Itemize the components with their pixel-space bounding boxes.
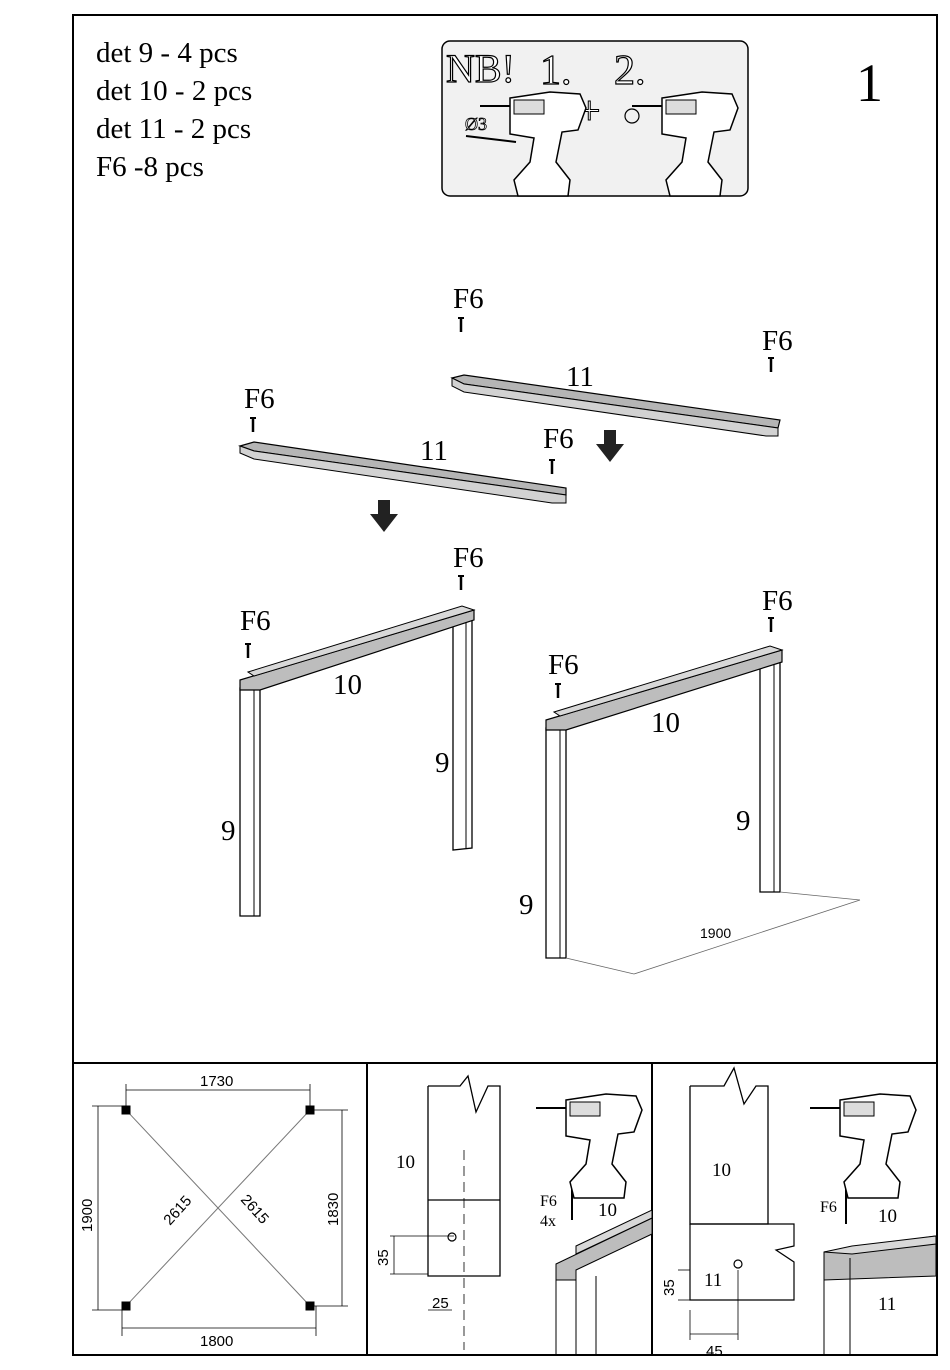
detail-a-beam-label: 10 — [598, 1200, 617, 1221]
part-label-10: 10 — [651, 707, 680, 739]
detail-b-beam-label-11: 11 — [878, 1294, 896, 1315]
f6-label: F6 — [548, 649, 579, 681]
detail-a-part-label: 10 — [396, 1152, 415, 1173]
nb-instruction-box: NB! 1. 2. + Ø3 — [442, 41, 748, 196]
f6-label: F6 — [453, 283, 484, 315]
detail-a-qty-label: 4x — [540, 1213, 556, 1230]
down-arrow-icon — [596, 430, 624, 462]
beam-11-front — [240, 442, 566, 503]
f6-label: F6 — [244, 383, 275, 415]
plan-diag2-dim: 2615 — [237, 1191, 272, 1227]
nb-label: NB! — [446, 46, 515, 91]
screw-icon — [549, 460, 555, 474]
screw-icon — [768, 358, 774, 372]
plan-right-dim: 1830 — [325, 1193, 342, 1226]
part-label-11: 11 — [420, 435, 448, 467]
screw-icon — [768, 618, 774, 632]
part-label-9: 9 — [519, 889, 534, 921]
width-dimension: 1900 — [700, 925, 731, 941]
nb-step1: 1. — [540, 48, 572, 94]
drill-icon — [536, 1094, 642, 1198]
detail-b-dim-h: 45 — [706, 1343, 723, 1360]
detail-a-dim-v: 35 — [375, 1249, 392, 1266]
screw-icon — [458, 576, 464, 590]
drill-icon — [810, 1094, 916, 1198]
drill-size-label: Ø3 — [465, 114, 487, 134]
screw-icon — [555, 684, 561, 698]
plan-top-dim: 1730 — [200, 1073, 233, 1090]
part-label-9: 9 — [221, 815, 236, 847]
f6-label: F6 — [762, 585, 793, 617]
plan-diag1-dim: 2615 — [160, 1192, 195, 1228]
screw-icon — [458, 318, 464, 332]
nb-step2: 2. — [614, 48, 646, 94]
detail-b-dim-v: 35 — [661, 1279, 678, 1296]
f6-label: F6 — [453, 542, 484, 574]
detail-b-fastener-label: F6 — [820, 1199, 837, 1216]
detail-a-dim-h: 25 — [432, 1295, 449, 1312]
part-label-9: 9 — [736, 805, 751, 837]
beam-11-back — [452, 375, 780, 436]
part-label-9: 9 — [435, 747, 450, 779]
detail-b-part-label-11: 11 — [704, 1270, 722, 1291]
plan-bottom-dim: 1800 — [200, 1333, 233, 1350]
screw-icon — [245, 644, 251, 658]
part-label-10: 10 — [333, 669, 362, 701]
f6-label: F6 — [240, 605, 271, 637]
f6-label: F6 — [543, 423, 574, 455]
plan-left-dim: 1900 — [79, 1199, 96, 1232]
screw-icon — [250, 418, 256, 432]
part-label-11: 11 — [566, 361, 594, 393]
detail-b-beam-label: 10 — [878, 1206, 897, 1227]
plan-view — [92, 1084, 348, 1336]
detail-b-part-label: 10 — [712, 1160, 731, 1181]
f6-label: F6 — [762, 325, 793, 357]
down-arrow-icon-2 — [370, 500, 398, 532]
detail-a-fastener-label: F6 — [540, 1193, 557, 1210]
